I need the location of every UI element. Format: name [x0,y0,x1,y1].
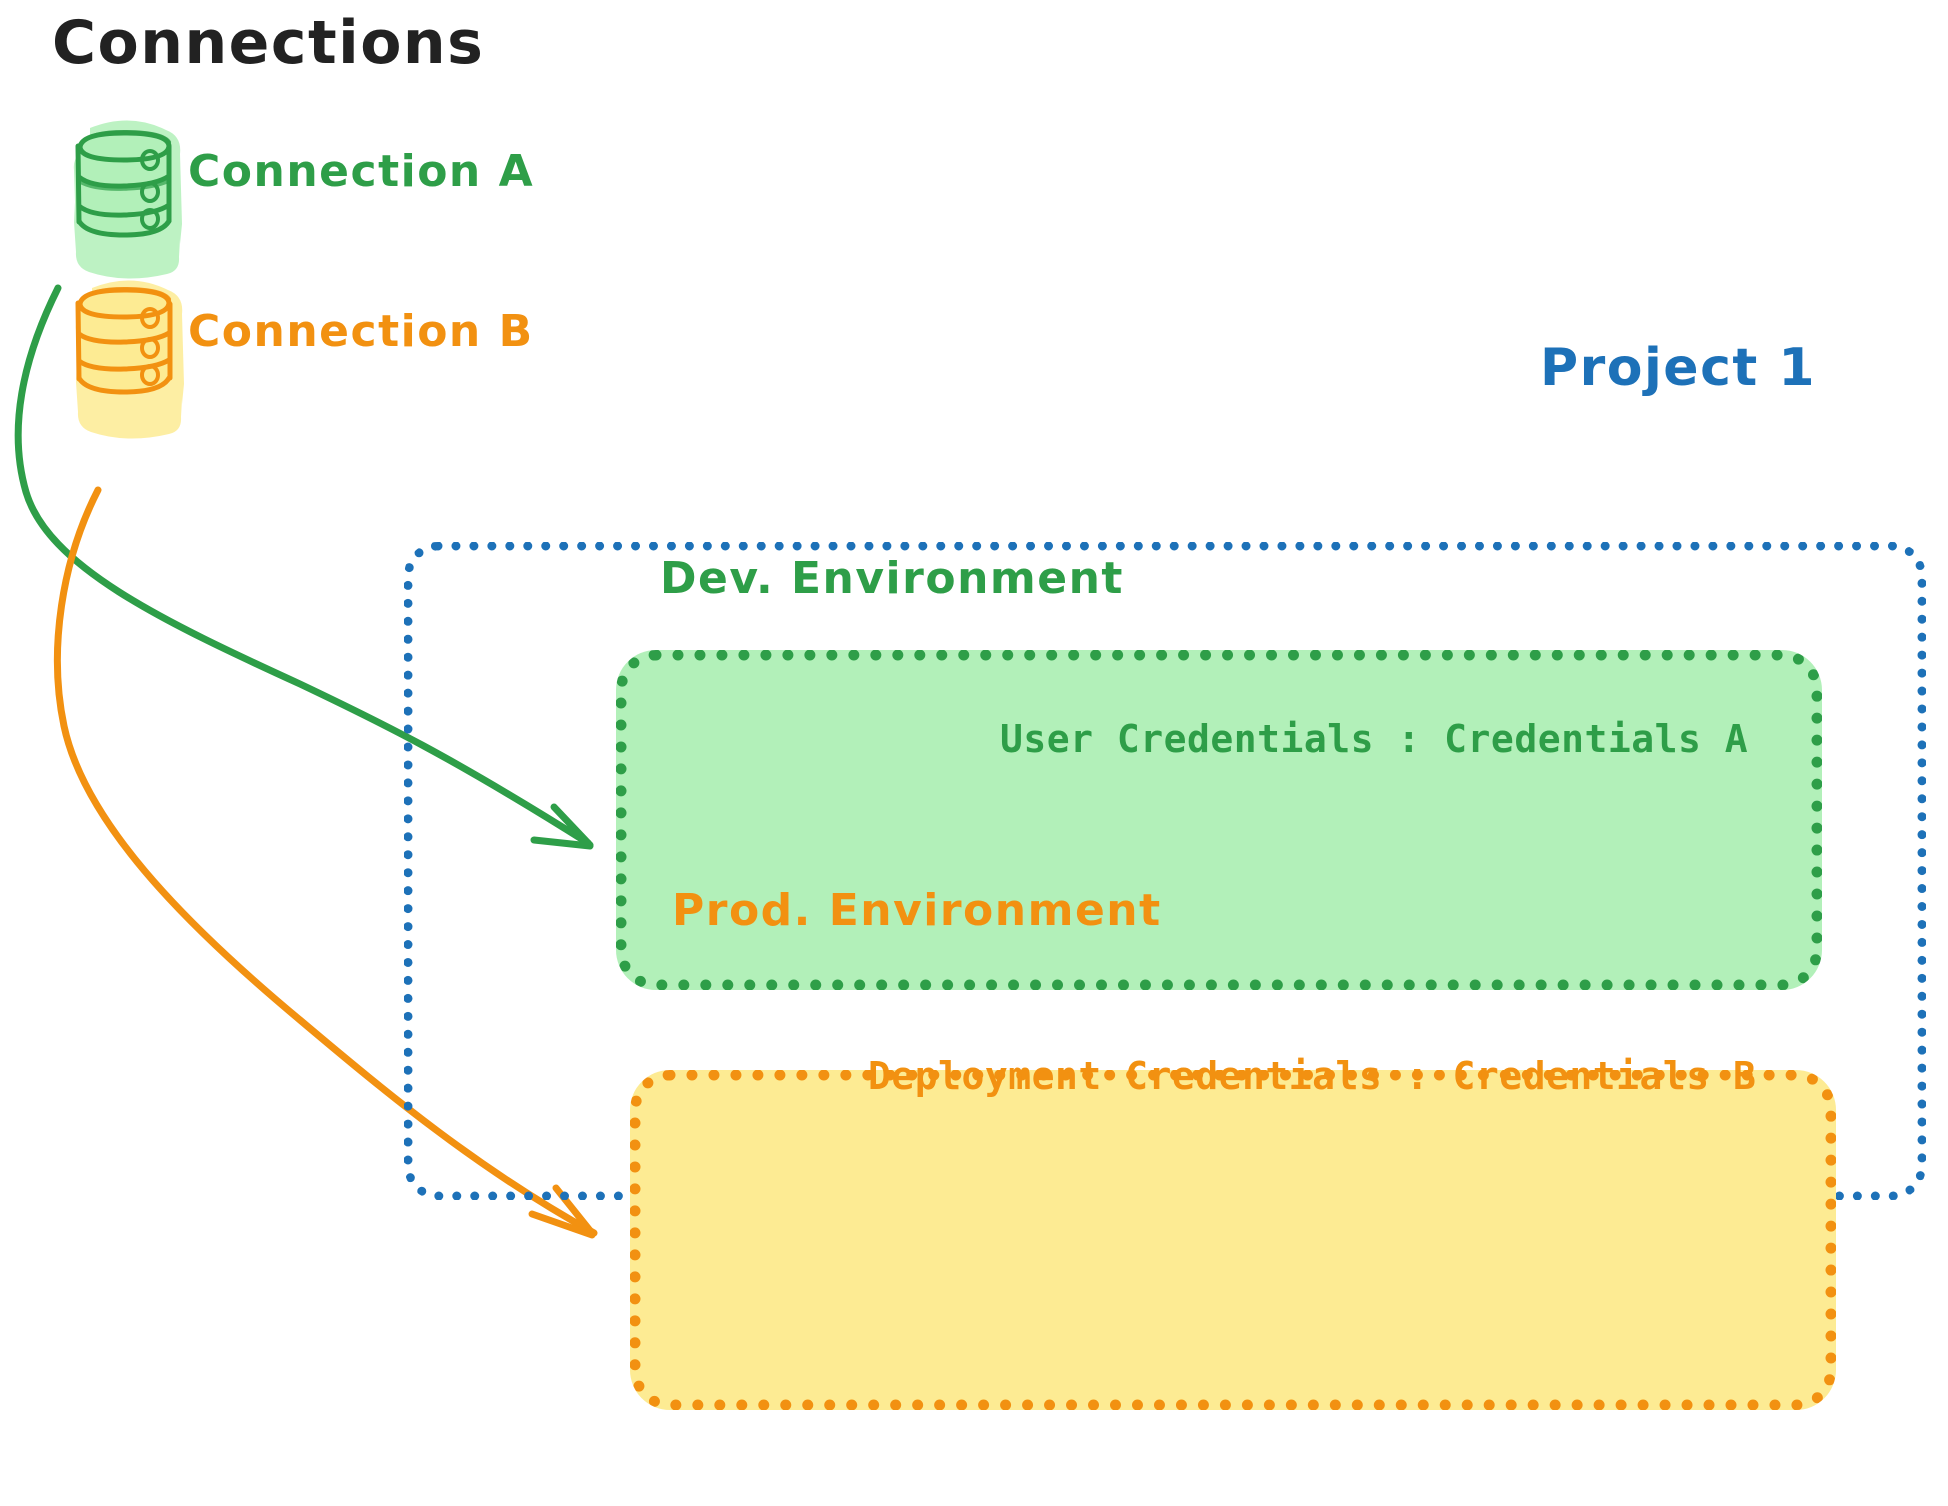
database-cylinder-icon-connection-a[interactable] [73,120,182,279]
project-title: Project 1 [1540,338,1817,398]
environment-title-prod: Prod. Environment [672,885,1162,936]
credentials-line-dev: User Credentials : Credentials A [1000,717,1749,761]
arrow-connection-a-to-dev [14,284,594,850]
connection-label-b: Connection B [188,306,534,357]
page-title: Connections [52,8,485,78]
database-cylinder-icon-connection-b[interactable] [75,280,184,439]
connection-label-a: Connection A [188,146,535,197]
credentials-line-prod: Deployment Credentials : Credentials B [868,1054,1757,1098]
environment-box-prod-environment[interactable] [630,1070,1836,1410]
environment-title-dev: Dev. Environment [660,553,1124,604]
environment-box-dev-environment[interactable] [616,650,1822,990]
